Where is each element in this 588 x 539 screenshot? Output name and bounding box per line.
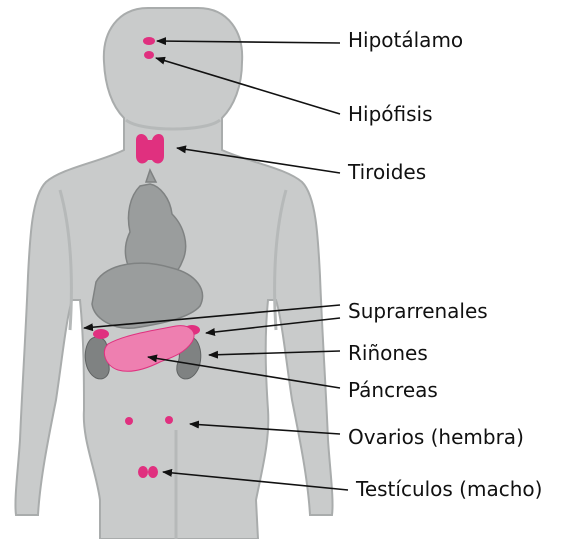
label-hipotalamo: Hipotálamo [348, 30, 463, 50]
label-testiculos: Testículos (macho) [356, 479, 542, 499]
label-ovarios: Ovarios (hembra) [348, 427, 524, 447]
label-hipofisis: Hipófisis [348, 104, 433, 124]
label-pancreas: Páncreas [348, 380, 438, 400]
hipofisis-gland [144, 51, 154, 59]
hipotalamo-gland [143, 37, 155, 45]
label-tiroides: Tiroides [348, 162, 426, 182]
label-rinones: Riñones [348, 343, 428, 363]
label-suprarrenales: Suprarrenales [348, 301, 488, 321]
